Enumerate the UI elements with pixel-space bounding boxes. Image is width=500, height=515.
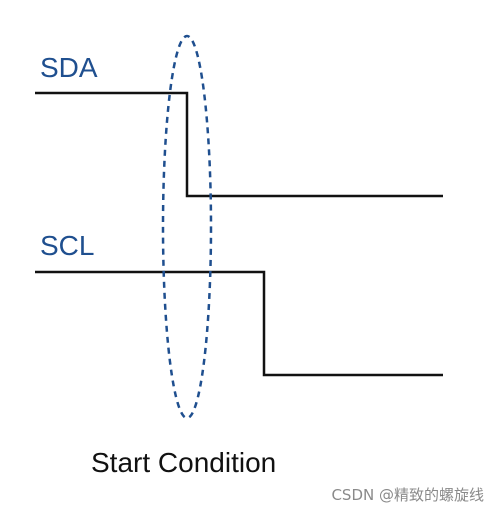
- start-condition-caption: Start Condition: [91, 447, 276, 478]
- scl-waveform: [35, 270, 443, 377]
- watermark-text: CSDN @精致的螺旋线: [331, 486, 484, 504]
- sda-label: SDA: [40, 52, 98, 83]
- start-condition-marker: [161, 34, 213, 420]
- scl-label: SCL: [40, 230, 94, 261]
- sda-waveform: [35, 91, 443, 198]
